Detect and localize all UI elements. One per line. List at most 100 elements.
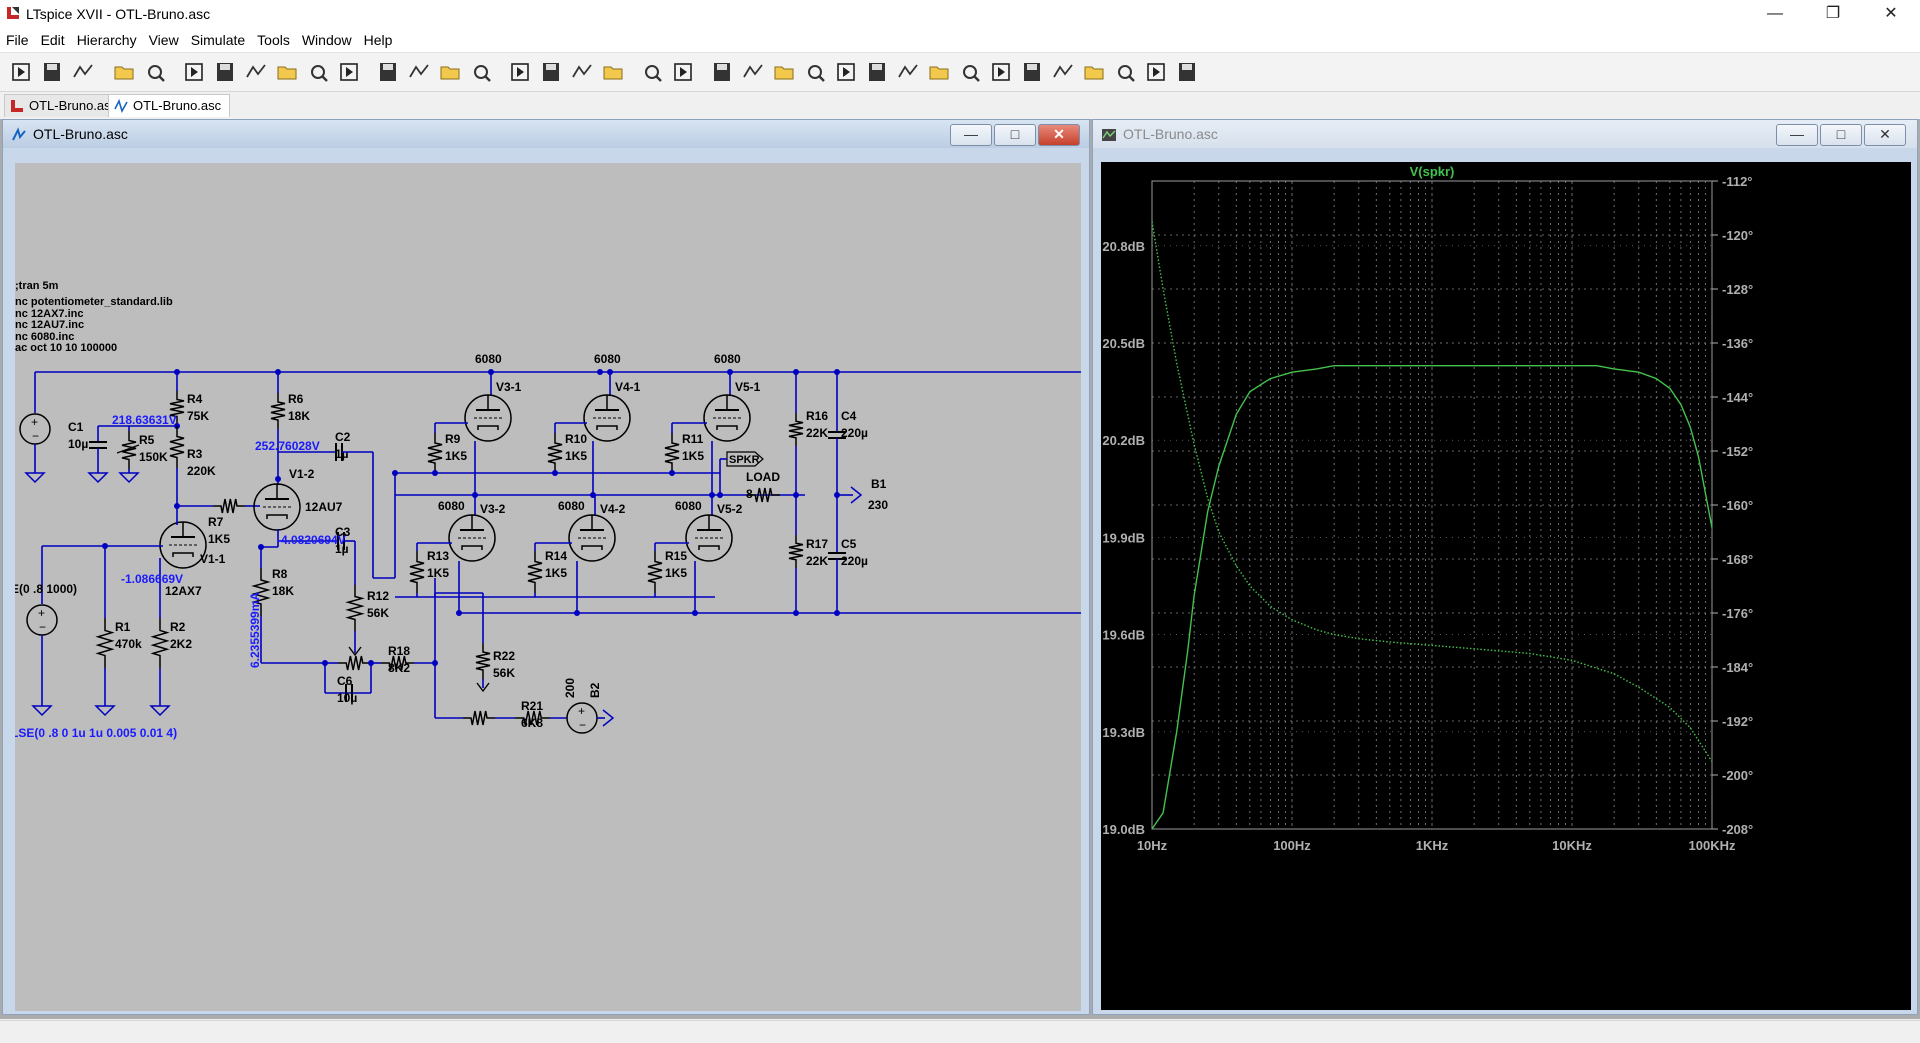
move-icon[interactable] xyxy=(957,59,983,85)
close-button[interactable]: ✕ xyxy=(1884,5,1898,22)
plot-minimize-button[interactable]: — xyxy=(1776,124,1818,146)
close-all-icon[interactable] xyxy=(468,59,494,85)
resistor-[interactable] xyxy=(463,710,495,726)
zoom-fit-icon[interactable] xyxy=(305,59,331,85)
cut-icon[interactable] xyxy=(507,59,533,85)
trace-magnitude[interactable] xyxy=(1151,364,1713,830)
tab-otl-bruno-2[interactable]: OTL-Bruno.asc xyxy=(108,94,231,117)
capacitor-icon[interactable] xyxy=(833,59,859,85)
restore-button[interactable]: ❐ xyxy=(1825,5,1841,22)
copy-icon[interactable] xyxy=(538,59,564,85)
diode-icon[interactable] xyxy=(895,59,921,85)
menu-simulate[interactable]: Simulate xyxy=(190,32,246,48)
spice-directive-icon[interactable] xyxy=(1174,59,1200,85)
plot-maximize-button[interactable]: □ xyxy=(1820,124,1862,146)
print-setup-icon[interactable] xyxy=(670,59,696,85)
ground-icon[interactable] xyxy=(740,59,766,85)
drag-icon[interactable] xyxy=(988,59,1014,85)
open-icon[interactable] xyxy=(39,59,65,85)
tile-icon[interactable] xyxy=(406,59,432,85)
menu-hierarchy[interactable]: Hierarchy xyxy=(76,32,137,48)
mirror-icon[interactable] xyxy=(1112,59,1138,85)
text-icon[interactable] xyxy=(1143,59,1169,85)
undo-icon[interactable] xyxy=(1019,59,1045,85)
pick-visible-traces-icon[interactable] xyxy=(142,59,168,85)
cascade-icon[interactable] xyxy=(437,59,463,85)
resistor-icon[interactable] xyxy=(802,59,828,85)
find-icon[interactable] xyxy=(600,59,626,85)
redo-icon[interactable] xyxy=(1050,59,1076,85)
print-icon[interactable] xyxy=(639,59,665,85)
run-icon[interactable] xyxy=(8,59,34,85)
minimize-button[interactable]: — xyxy=(1767,5,1783,22)
pan-icon[interactable] xyxy=(181,59,207,85)
supply-source[interactable]: +− xyxy=(19,413,51,445)
menu-file[interactable]: File xyxy=(6,32,29,48)
net-label-spkr[interactable]: SPKR xyxy=(726,451,764,467)
draw-wire-icon[interactable] xyxy=(709,59,735,85)
inductor-icon[interactable] xyxy=(864,59,890,85)
menu-tools[interactable]: Tools xyxy=(257,32,290,48)
trace-phase[interactable] xyxy=(1151,221,1713,763)
zoom-in-icon[interactable] xyxy=(212,59,238,85)
schematic-close-button[interactable]: ✕ xyxy=(1038,124,1080,146)
plot-close-button[interactable]: ✕ xyxy=(1864,124,1906,146)
schematic-window-titlebar[interactable]: OTL-Bruno.asc — □ ✕ xyxy=(3,120,1089,148)
save-icon[interactable] xyxy=(70,59,96,85)
autorange-icon[interactable] xyxy=(336,59,362,85)
resistor-[interactable] xyxy=(338,655,371,671)
menu-window[interactable]: Window xyxy=(301,32,352,48)
zoom-out-icon[interactable] xyxy=(274,59,300,85)
tab-otl-bruno-1[interactable]: OTL-Bruno.asc xyxy=(4,94,127,117)
schematic-minimize-button[interactable]: — xyxy=(950,124,992,146)
zoom-full-icon[interactable] xyxy=(243,59,269,85)
component-icon[interactable] xyxy=(926,59,952,85)
schematic-maximize-button[interactable]: □ xyxy=(994,124,1036,146)
menu-edit[interactable]: Edit xyxy=(40,32,65,48)
b2-source[interactable]: +− xyxy=(566,702,598,734)
mark-unref-icon[interactable] xyxy=(375,59,401,85)
menu-view[interactable]: View xyxy=(148,32,179,48)
label-net-icon[interactable] xyxy=(771,59,797,85)
control-panel-icon[interactable] xyxy=(111,59,137,85)
menu-help[interactable]: Help xyxy=(363,32,393,48)
input-source[interactable]: +− xyxy=(26,604,58,636)
waveform-window-titlebar[interactable]: OTL-Bruno.asc — □ ✕ xyxy=(1093,120,1917,148)
